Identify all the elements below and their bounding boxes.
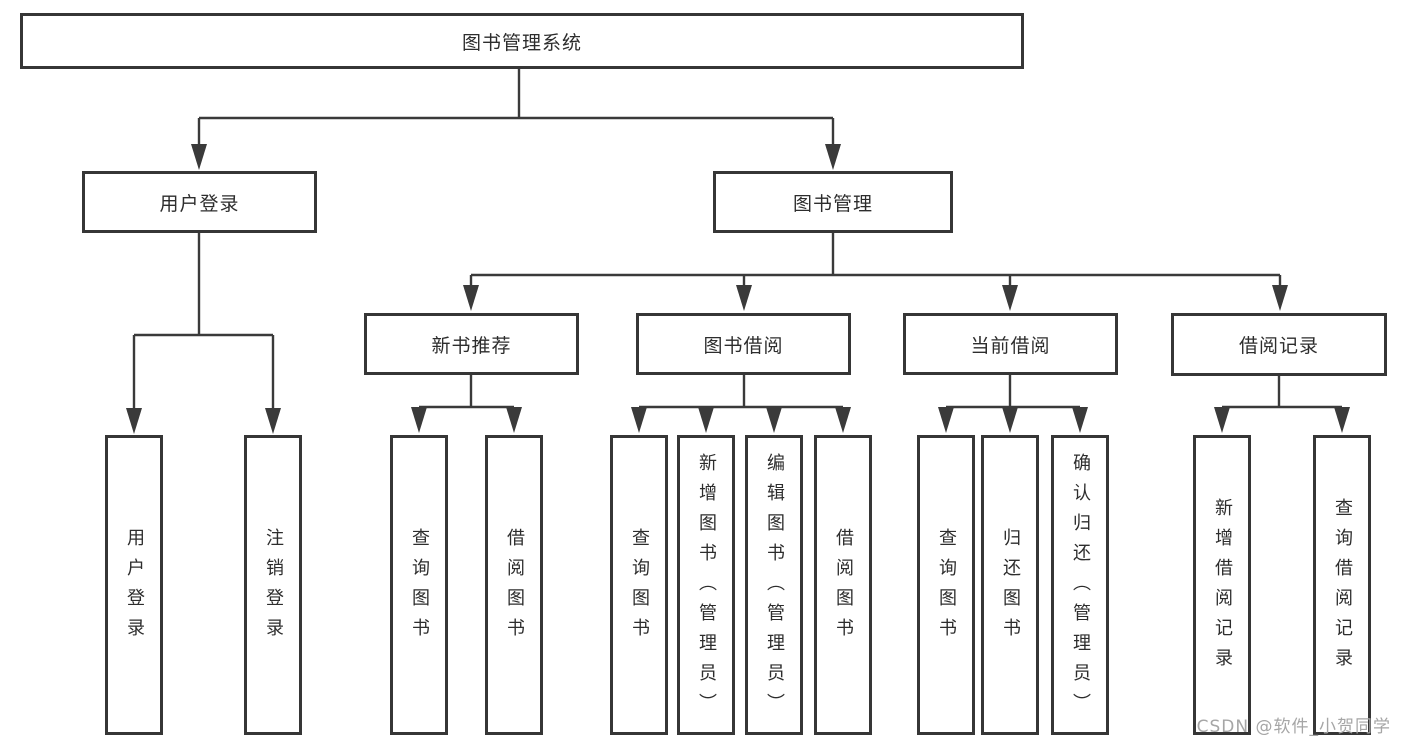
connector-new-book-recommend-to-leaves (411, 375, 522, 433)
leaf-borrow-books-recommend-label: 借阅图书 (504, 528, 525, 648)
node-book-borrow: 图书借阅 (636, 313, 851, 375)
leaf-confirm-return-admin-label: 确认归还（管理员） (1070, 453, 1091, 723)
connector-current-borrow-to-leaves (938, 375, 1088, 433)
node-root-label: 图书管理系统 (461, 31, 582, 54)
leaf-query-books-borrow: 查询图书 (610, 435, 668, 735)
leaf-query-borrow-record: 查询借阅记录 (1313, 435, 1371, 735)
leaf-query-books-recommend-label: 查询图书 (409, 528, 430, 648)
leaf-add-books-admin: 新增图书（管理员） (677, 435, 735, 735)
node-current-borrow-label: 当前借阅 (970, 334, 1051, 357)
leaf-query-books-current-label: 查询图书 (936, 528, 957, 648)
leaf-edit-books-admin-label: 编辑图书（管理员） (764, 453, 785, 723)
leaf-query-books-recommend: 查询图书 (390, 435, 448, 735)
leaf-user-login-label: 用户登录 (124, 528, 145, 648)
node-book-borrow-label: 图书借阅 (703, 334, 784, 357)
leaf-add-borrow-record: 新增借阅记录 (1193, 435, 1251, 735)
node-new-book-recommend: 新书推荐 (364, 313, 579, 375)
leaf-query-books-current: 查询图书 (917, 435, 975, 735)
leaf-add-books-admin-label: 新增图书（管理员） (696, 453, 717, 723)
leaf-return-books: 归还图书 (981, 435, 1039, 735)
connector-user-login-to-leaves (126, 233, 281, 434)
leaf-confirm-return-admin: 确认归还（管理员） (1051, 435, 1109, 735)
node-borrow-records: 借阅记录 (1171, 313, 1387, 376)
node-current-borrow: 当前借阅 (903, 313, 1118, 375)
leaf-add-borrow-record-label: 新增借阅记录 (1212, 498, 1233, 678)
node-root: 图书管理系统 (20, 13, 1024, 69)
connector-book-borrow-to-leaves (631, 375, 851, 433)
leaf-query-borrow-record-label: 查询借阅记录 (1332, 498, 1353, 678)
connector-book-management-to-level3 (463, 233, 1288, 311)
leaf-edit-books-admin: 编辑图书（管理员） (745, 435, 803, 735)
leaf-logout: 注销登录 (244, 435, 302, 735)
leaf-user-login: 用户登录 (105, 435, 163, 735)
node-borrow-records-label: 借阅记录 (1238, 335, 1319, 357)
leaf-borrow-books: 借阅图书 (814, 435, 872, 735)
csdn-watermark: CSDN @软件_小贺同学 (1196, 717, 1391, 737)
node-book-management: 图书管理 (713, 171, 953, 233)
node-book-management-label: 图书管理 (792, 192, 873, 215)
node-user-login: 用户登录 (82, 171, 317, 233)
connector-borrow-records-to-leaves (1214, 376, 1350, 433)
leaf-borrow-books-recommend: 借阅图书 (485, 435, 543, 735)
node-user-login-label: 用户登录 (159, 192, 240, 215)
leaf-query-books-borrow-label: 查询图书 (629, 528, 650, 648)
node-new-book-recommend-label: 新书推荐 (431, 334, 512, 357)
leaf-logout-label: 注销登录 (263, 528, 284, 648)
connector-root-to-level2 (191, 69, 841, 170)
leaf-return-books-label: 归还图书 (1000, 528, 1021, 648)
leaf-borrow-books-label: 借阅图书 (833, 528, 854, 648)
